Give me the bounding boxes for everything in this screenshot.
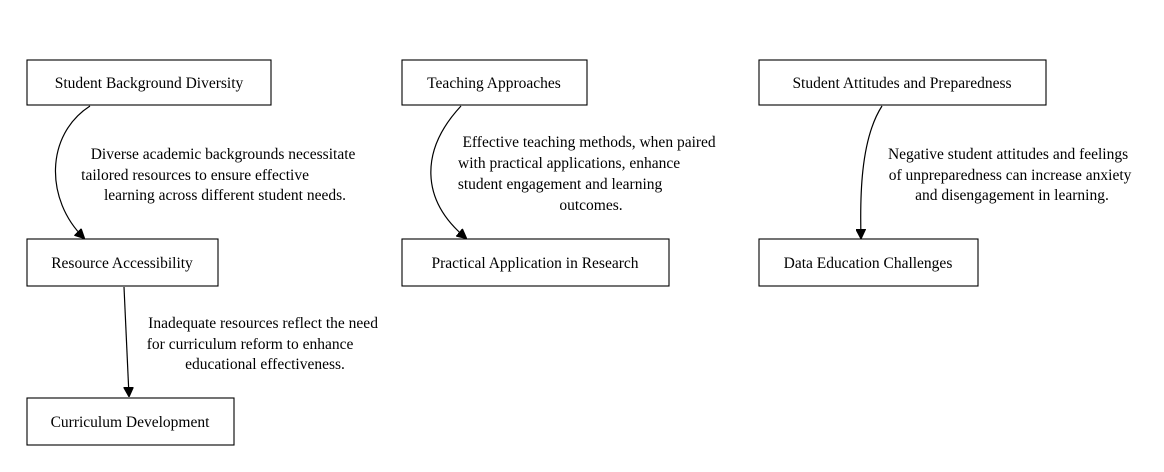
edge-arrow [54, 105, 91, 238]
node-label: Student Attitudes and Preparedness [792, 75, 1011, 92]
node-student-attitudes-and-preparedness: Student Attitudes and Preparedness [758, 59, 1047, 106]
edge-label-line: for curriculum reform to enhance [147, 336, 354, 353]
edge-label-line: of unpreparedness can increase anxiety [889, 167, 1132, 184]
edge-label-line: Negative student attitudes and feelings [888, 146, 1128, 163]
edge-arrow [123, 286, 129, 396]
node-practical-application-in-research: Practical Application in Research [401, 238, 670, 287]
edge-label-line: tailored resources to ensure effective [81, 167, 309, 184]
node-label: Practical Application in Research [431, 255, 638, 272]
node-curriculum-development: Curriculum Development [26, 397, 235, 446]
edge-arrow [430, 105, 466, 238]
edge-label-line: Inadequate resources reflect the need [148, 315, 378, 332]
edge-attitudes-to-challenges: Negative student attitudes and feelings … [861, 105, 1135, 238]
node-label: Data Education Challenges [784, 255, 953, 272]
edge-label-line: educational effectiveness. [185, 356, 345, 373]
node-student-background-diversity: Student Background Diversity [26, 59, 272, 106]
edge-diversity-to-resources: Diverse academic backgrounds necessitate… [54, 105, 359, 238]
edge-label: Diverse academic backgrounds necessitate… [81, 146, 359, 204]
node-teaching-approaches: Teaching Approaches [401, 59, 588, 106]
node-data-education-challenges: Data Education Challenges [758, 238, 979, 287]
edge-label-line: student engagement and learning [458, 176, 663, 193]
edge-arrow [861, 105, 883, 238]
edge-label-line: with practical applications, enhance [458, 155, 680, 172]
edge-label-line: learning across different student needs. [104, 187, 346, 204]
edge-teaching-to-practical: Effective teaching methods, when paired … [430, 105, 720, 238]
edge-label-line: outcomes. [559, 197, 622, 214]
node-label: Resource Accessibility [51, 255, 193, 272]
edge-label: Effective teaching methods, when paired … [458, 134, 720, 214]
edge-label: Negative student attitudes and feelings … [888, 146, 1135, 204]
node-label: Teaching Approaches [427, 75, 561, 92]
node-label: Student Background Diversity [55, 75, 244, 92]
node-label: Curriculum Development [51, 414, 211, 431]
edge-label: Inadequate resources reflect the need fo… [147, 315, 382, 373]
edge-label-line: and disengagement in learning. [915, 187, 1109, 204]
edge-label-line: Diverse academic backgrounds necessitate [91, 146, 356, 163]
node-resource-accessibility: Resource Accessibility [26, 238, 219, 287]
edge-label-line: Effective teaching methods, when paired [462, 134, 715, 151]
edge-resources-to-curriculum: Inadequate resources reflect the need fo… [123, 286, 382, 396]
